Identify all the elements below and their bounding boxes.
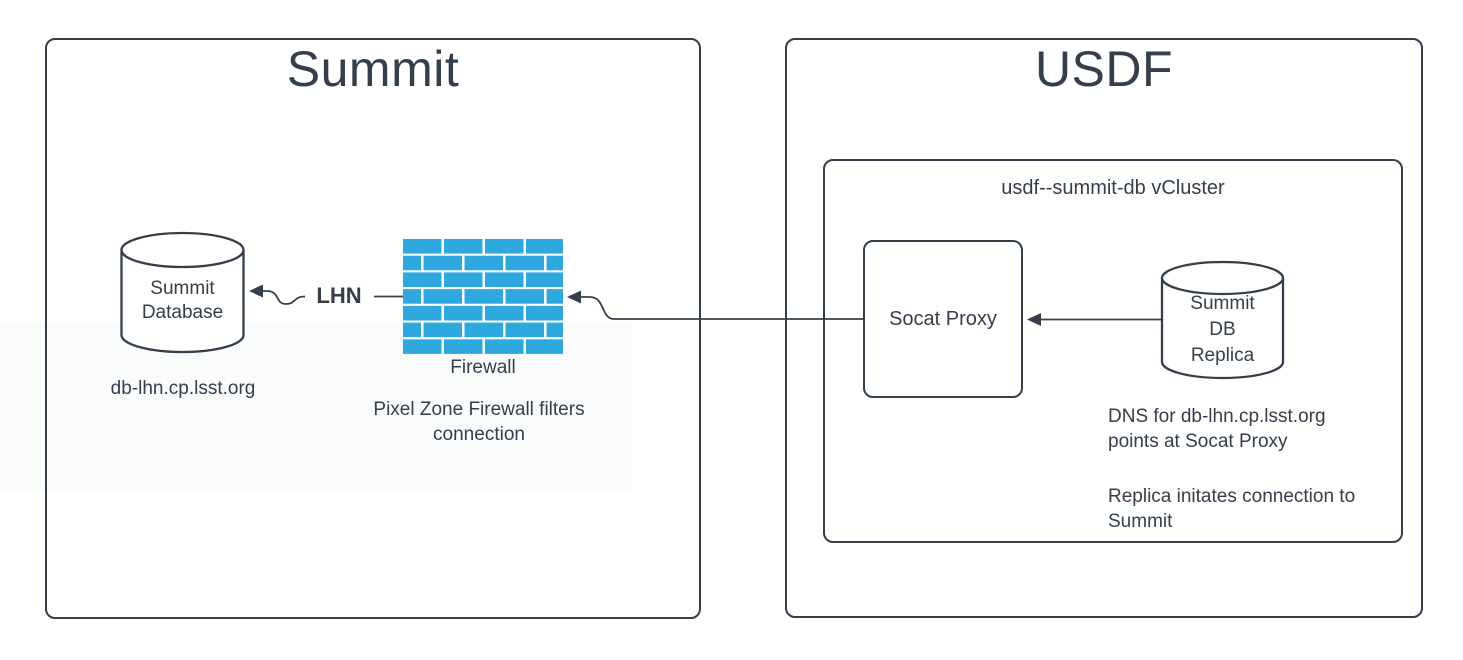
replica-db-label: Summit DB Replica: [1190, 293, 1255, 366]
usdf-group-box: [785, 38, 1423, 618]
lhn-edge-label: LHN: [305, 284, 373, 308]
firewall-note: Pixel Zone Firewall filters connection: [373, 399, 585, 445]
summit-database-caption: db-lhn.cp.lsst.org: [110, 378, 256, 399]
replica-note: Replica initates connection to Summit: [1108, 486, 1356, 532]
vcluster-label: usdf--summit-db vCluster: [1001, 177, 1225, 199]
firewall-label: Firewall: [450, 357, 516, 378]
summit-group-box: [45, 38, 701, 619]
vcluster-box: [823, 159, 1403, 543]
socat-proxy-node: [863, 240, 1023, 398]
summit-title: Summit: [286, 41, 460, 97]
summit-database-label: Summit Database: [141, 278, 224, 323]
socat-proxy-label: Socat Proxy: [889, 308, 997, 330]
dns-note: DNS for db-lhn.cp.lsst.org points at Soc…: [1108, 406, 1326, 452]
usdf-title: USDF: [1034, 41, 1174, 97]
